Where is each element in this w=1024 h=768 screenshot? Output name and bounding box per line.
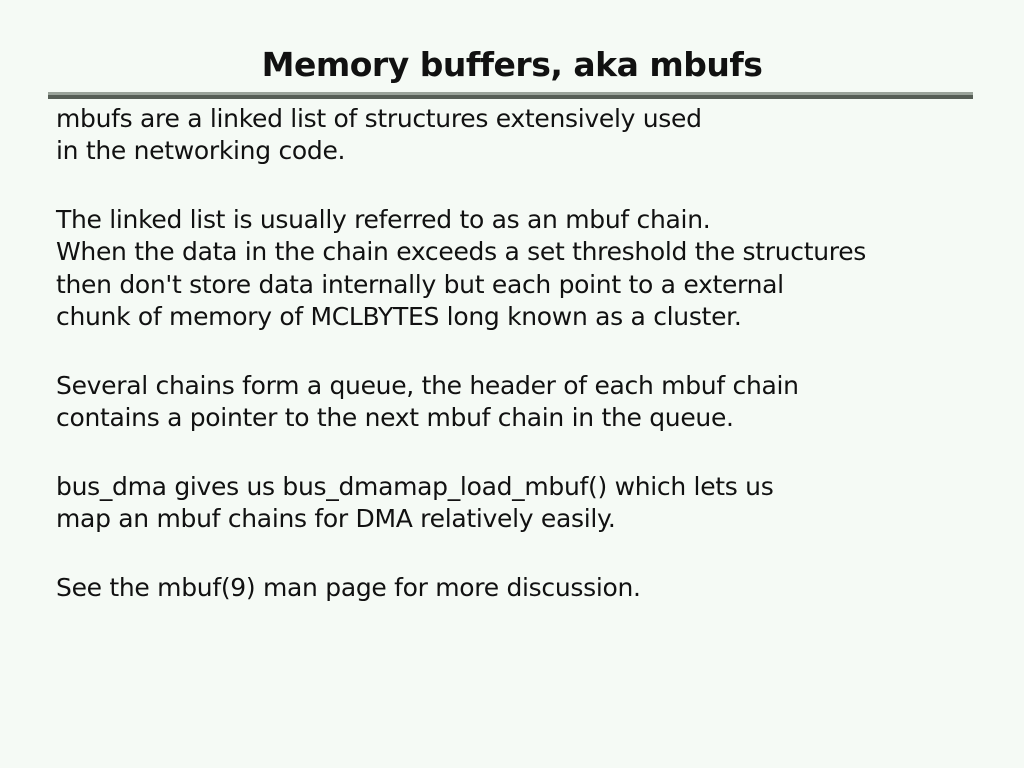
text-line: then don't store data internally but eac…	[56, 269, 784, 299]
text-line: bus_dma gives us bus_dmamap_load_mbuf() …	[56, 471, 774, 501]
paragraph-intro: mbufs are a linked list of structures ex…	[56, 103, 1024, 168]
paragraph-queue: Several chains form a queue, the header …	[56, 370, 1024, 435]
text-line: The linked list is usually referred to a…	[56, 204, 711, 234]
text-line: contains a pointer to the next mbuf chai…	[56, 403, 734, 433]
text-line: When the data in the chain exceeds a set…	[56, 237, 867, 267]
slide-title: Memory buffers, aka mbufs	[261, 45, 763, 84]
title-rule	[48, 91, 973, 99]
paragraph-manpage: See the mbuf(9) man page for more discus…	[56, 572, 1024, 605]
text-line: Several chains form a queue, the header …	[56, 370, 799, 400]
text-line: map an mbuf chains for DMA relatively ea…	[56, 504, 616, 534]
text-line: See the mbuf(9) man page for more discus…	[56, 572, 641, 602]
text-line: chunk of memory of MCLBYTES long known a…	[56, 302, 742, 332]
text-line: in the networking code.	[56, 136, 346, 166]
paragraph-mbuf-chain: The linked list is usually referred to a…	[56, 204, 1024, 334]
paragraph-busdma: bus_dma gives us bus_dmamap_load_mbuf() …	[56, 471, 1024, 536]
slide-body: mbufs are a linked list of structures ex…	[0, 99, 1024, 605]
text-line: mbufs are a linked list of structures ex…	[56, 103, 702, 133]
